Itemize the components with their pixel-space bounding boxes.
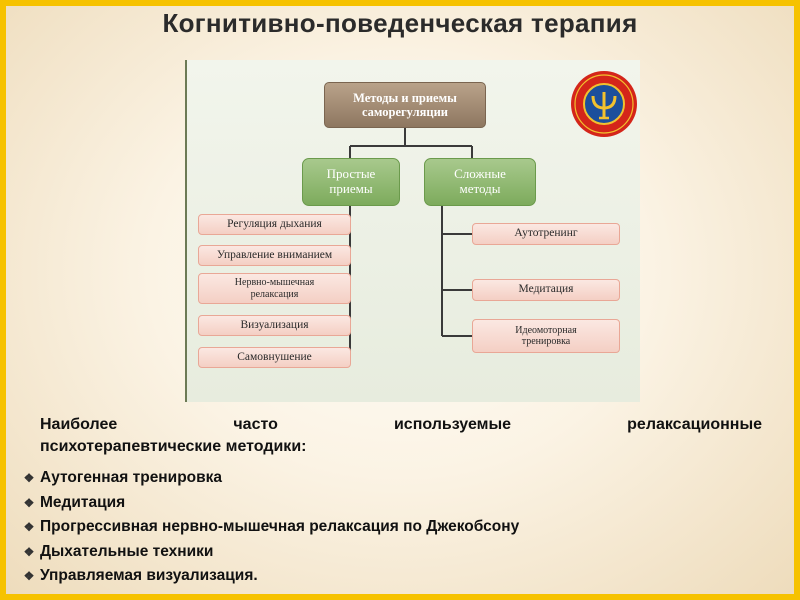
root-node-line-1: Методы и приемы <box>353 90 457 105</box>
psychology-society-logo-icon <box>571 71 637 137</box>
leaf-visualization: Визуализация <box>198 315 351 336</box>
list-item: ❖ Прогрессивная нервно-мышечная релаксац… <box>22 515 762 540</box>
node-simple-techniques: Простые приемы <box>302 158 400 206</box>
leaf-autogenic-training: Аутотренинг <box>472 223 620 245</box>
complex-node-line-1: Сложные <box>454 166 506 182</box>
simple-node-line-2: приемы <box>329 181 373 196</box>
leaf-label: Регуляция дыхания <box>227 217 322 230</box>
list-item-text: Управляемая визуализация. <box>40 567 258 584</box>
root-node-line-2: саморегуляции <box>361 105 449 119</box>
diamond-bullet-icon: ❖ <box>23 471 35 485</box>
intro-line-1: Наиболее часто используемые релаксационн… <box>40 416 762 433</box>
leaf-meditation: Медитация <box>472 279 620 301</box>
list-item: ❖ Медитация <box>22 491 762 516</box>
list-item-text: Аутогенная тренировка <box>40 469 223 486</box>
leaf-label: Визуализация <box>240 318 309 331</box>
leaf-label: Самовнушение <box>237 350 312 363</box>
list-item: ❖ Дыхательные техники <box>22 540 762 565</box>
leaf-label: Аутотренинг <box>514 227 578 240</box>
leaf-attention-control: Управление вниманием <box>198 245 351 266</box>
list-item-text: Дыхательные техники <box>40 542 214 560</box>
leaf-self-suggestion: Самовнушение <box>198 347 351 368</box>
leaf-label: Медитация <box>518 283 574 296</box>
techniques-list: ❖ Аутогенная тренировка ❖ Медитация ❖ Пр… <box>22 466 762 589</box>
root-node-self-regulation: Методы и приемы саморегуляции <box>324 82 486 128</box>
diamond-bullet-icon: ❖ <box>23 520 35 534</box>
node-complex-methods: Сложные методы <box>424 158 536 206</box>
intro-line-2: психотерапевтические методики: <box>40 438 307 455</box>
complex-node-line-2: методы <box>459 181 501 196</box>
leaf-label-line-2: релаксация <box>250 288 299 300</box>
leaf-label-line-1: Нервно-мышечная <box>234 277 315 288</box>
leaf-label-line-2: тренировка <box>521 336 571 347</box>
leaf-breathing-regulation: Регуляция дыхания <box>198 214 351 235</box>
diamond-bullet-icon: ❖ <box>23 569 35 583</box>
simple-node-line-1: Простые <box>326 166 376 182</box>
list-item: ❖ Управляемая визуализация. <box>22 564 762 589</box>
diamond-bullet-icon: ❖ <box>23 495 35 510</box>
list-item: ❖ Аутогенная тренировка <box>22 466 762 491</box>
list-item-text: Медитация <box>40 493 126 511</box>
diamond-bullet-icon: ❖ <box>23 544 35 559</box>
methods-diagram: Методы и приемы саморегуляции Простые пр… <box>185 60 640 402</box>
intro-paragraph: Наиболее часто используемые релаксационн… <box>40 414 762 458</box>
leaf-neuromuscular-relaxation: Нервно-мышечная релаксация <box>198 273 351 304</box>
leaf-label: Управление вниманием <box>216 248 333 261</box>
leaf-ideomotor-training: Идеомоторная тренировка <box>472 319 620 353</box>
list-item-text: Прогрессивная нервно-мышечная релаксация… <box>40 518 520 535</box>
leaf-label-line-1: Идеомоторная <box>515 324 577 336</box>
slide-title: Когнитивно-поведенческая терапия <box>162 8 638 38</box>
